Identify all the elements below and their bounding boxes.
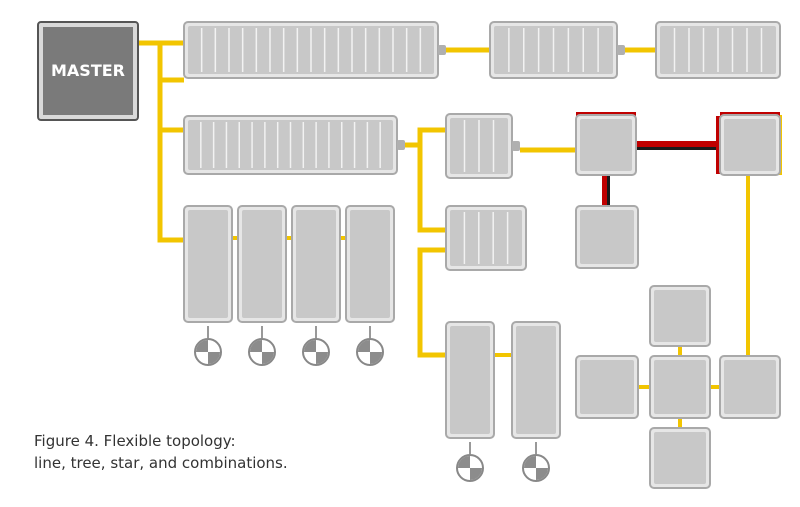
drive-quadrant	[196, 340, 208, 352]
cable-tree-down-2	[417, 247, 446, 358]
junction-module-1	[445, 113, 520, 179]
bus-module-3	[655, 21, 781, 79]
junction-module-2	[445, 205, 527, 271]
star-hub-1	[575, 114, 637, 176]
master-controller: MASTER	[37, 21, 139, 121]
module-layer: MASTER	[37, 21, 781, 489]
cable-layer	[138, 40, 782, 428]
cluster-node-n-body	[654, 290, 706, 342]
cluster-node-e	[719, 355, 781, 419]
drive-6	[522, 442, 550, 482]
star-hub-2-body	[724, 119, 776, 171]
io-terminal-1	[183, 205, 233, 323]
junction-module-2-body	[450, 210, 522, 266]
drive-2	[248, 326, 276, 366]
bus-module-1-port	[438, 45, 446, 55]
drive-quadrant	[536, 468, 548, 480]
drive-quadrant	[316, 352, 328, 364]
drive-quadrant	[304, 340, 316, 352]
cable-dark-drop	[607, 172, 610, 206]
cable-red-drop	[602, 172, 607, 206]
master-body	[43, 27, 133, 115]
caption-line-2: line, tree, star, and combinations.	[34, 454, 288, 472]
cable-dark-link	[636, 147, 720, 150]
cable-to-terminals	[157, 130, 184, 243]
bus-module-2	[489, 21, 625, 79]
star-hub-2	[719, 114, 781, 176]
drive-1	[194, 326, 222, 366]
io-terminal-4-body	[350, 210, 390, 318]
io-terminal-3-body	[296, 210, 336, 318]
cable-tree-down	[417, 145, 446, 233]
io-terminal-6	[511, 321, 561, 439]
star-node-1	[575, 205, 639, 269]
cable-master-branch	[157, 43, 184, 83]
cluster-node-center-body	[654, 360, 706, 414]
star-hub-1-body	[580, 119, 632, 171]
drive-quadrant	[470, 468, 482, 480]
cluster-node-n	[649, 285, 711, 347]
figure-caption: Figure 4. Flexible topology: line, tree,…	[34, 430, 288, 474]
drive-5	[456, 442, 484, 482]
bus-module-1	[183, 21, 446, 79]
bus-module-4	[183, 115, 405, 175]
bus-module-2-port	[617, 45, 625, 55]
cluster-node-w-body	[580, 360, 634, 414]
bus-module-4-port	[397, 140, 405, 150]
cluster-node-s-body	[654, 432, 706, 484]
io-terminal-2-body	[242, 210, 282, 318]
junction-module-1-port	[512, 141, 520, 151]
cluster-node-w	[575, 355, 639, 419]
io-terminal-4	[345, 205, 395, 323]
star-node-1-body	[580, 210, 634, 264]
master-label: MASTER	[51, 61, 125, 80]
drive-3	[302, 326, 330, 366]
cable-tree-left	[157, 77, 184, 133]
io-terminal-1-body	[188, 210, 228, 318]
io-terminal-3	[291, 205, 341, 323]
cable-red-edge	[716, 116, 720, 174]
drive-quadrant	[250, 340, 262, 352]
io-terminal-2	[237, 205, 287, 323]
cable-coupler	[405, 127, 446, 148]
caption-line-1: Figure 4. Flexible topology:	[34, 432, 236, 450]
drive-quadrant	[370, 352, 382, 364]
io-terminal-5-body	[450, 326, 490, 434]
drive-quadrant	[458, 456, 470, 468]
io-terminal-5	[445, 321, 495, 439]
drive-quadrant	[524, 456, 536, 468]
drive-quadrant	[208, 352, 220, 364]
drive-quadrant	[358, 340, 370, 352]
drive-quadrant	[262, 352, 274, 364]
drive-4	[356, 326, 384, 366]
cluster-node-center	[649, 355, 711, 419]
io-terminal-6-body	[516, 326, 556, 434]
cable-red-link	[636, 141, 720, 147]
cluster-node-e-body	[724, 360, 776, 414]
cluster-node-s	[649, 427, 711, 489]
